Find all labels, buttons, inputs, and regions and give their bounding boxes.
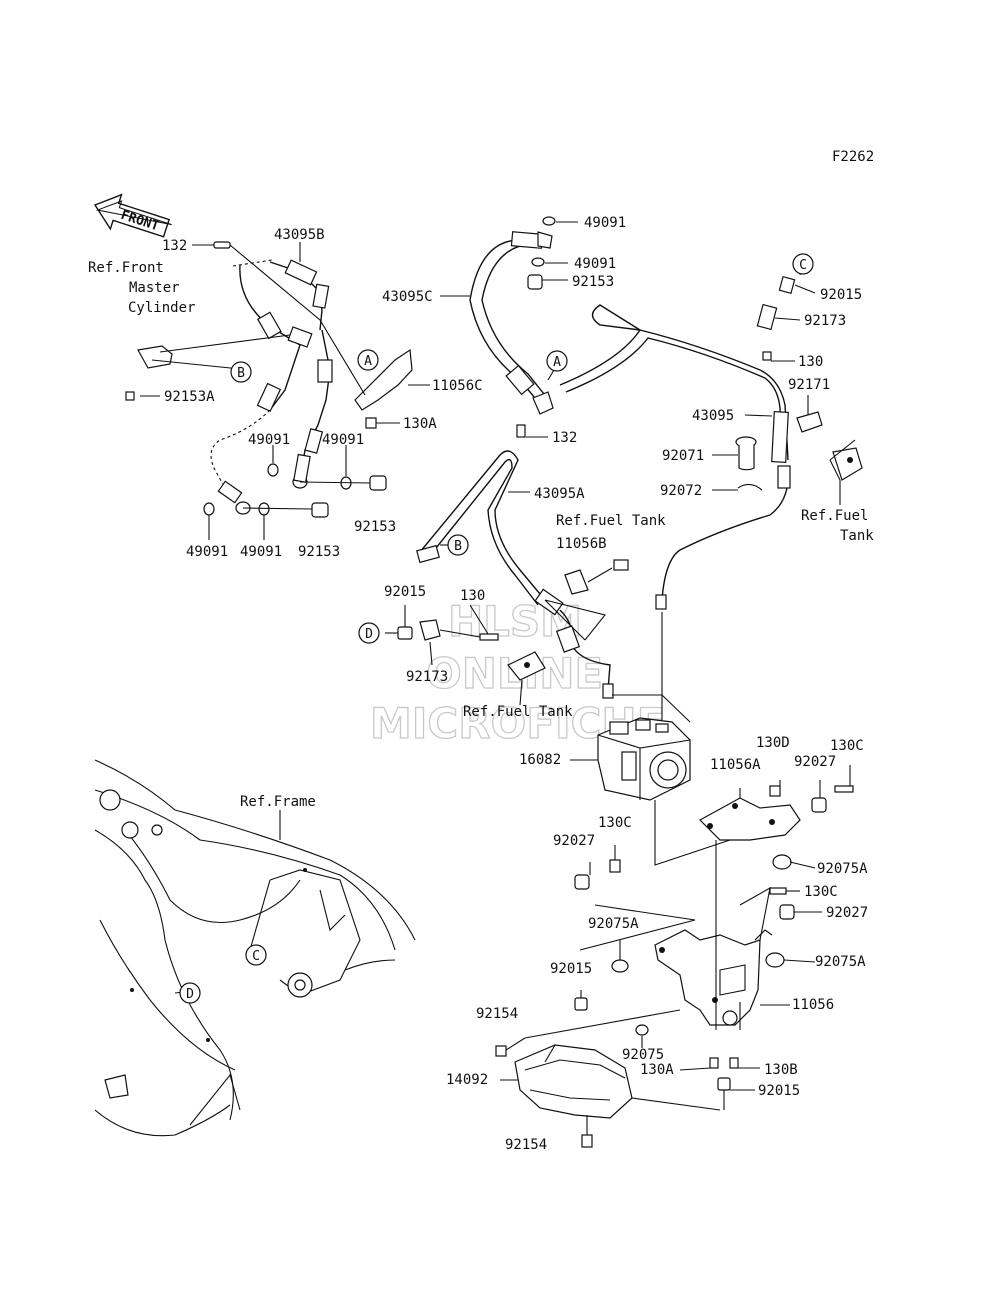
label-43095: 43095 bbox=[692, 408, 734, 424]
label-49091-c: 49091 bbox=[186, 544, 228, 560]
svg-text:B: B bbox=[454, 539, 462, 554]
label-43095B: 43095B bbox=[274, 227, 325, 243]
callout-a-left: A bbox=[357, 349, 379, 371]
abs-hydraulic-unit bbox=[570, 612, 761, 866]
label-130C-b: 130C bbox=[598, 815, 632, 831]
label-92015-mid: 92015 bbox=[384, 584, 426, 600]
label-92153A: 92153A bbox=[164, 389, 215, 405]
label-92173-mid: 92173 bbox=[406, 669, 448, 685]
svg-text:A: A bbox=[364, 354, 372, 369]
label-92153-a: 92153 bbox=[354, 519, 396, 535]
svg-text:A: A bbox=[553, 355, 561, 370]
label-92075A-b: 92075A bbox=[588, 916, 639, 932]
label-92153-top: 92153 bbox=[572, 274, 614, 290]
label-92173-top-right: 92173 bbox=[804, 313, 846, 329]
callout-d-mid: D bbox=[358, 622, 380, 644]
label-92075: 92075 bbox=[622, 1047, 664, 1063]
label-92153-b: 92153 bbox=[298, 544, 340, 560]
label-92075A-a: 92075A bbox=[817, 861, 868, 877]
label-132-mid: 132 bbox=[552, 430, 577, 446]
label-ref-fuel-right-2: Tank bbox=[840, 528, 874, 544]
label-49091-top2: 49091 bbox=[574, 256, 616, 272]
label-132-top-left: 132 bbox=[162, 238, 187, 254]
callout-b-left: B bbox=[230, 361, 252, 383]
frame-ref bbox=[94, 759, 416, 1137]
label-ref-frame: Ref.Frame bbox=[240, 794, 316, 810]
sensor-middle bbox=[385, 604, 546, 706]
bracket-11056 bbox=[574, 840, 822, 1110]
label-ref-front-1: Ref.Front bbox=[88, 260, 164, 276]
label-16082: 16082 bbox=[519, 752, 561, 768]
label-14092: 14092 bbox=[446, 1072, 488, 1088]
svg-text:D: D bbox=[186, 987, 194, 1002]
label-92171: 92171 bbox=[788, 377, 830, 393]
callout-a-mid: A bbox=[546, 350, 568, 372]
hose-43095 bbox=[559, 262, 863, 610]
label-92027-a: 92027 bbox=[794, 754, 836, 770]
label-130-mid: 130 bbox=[460, 588, 485, 604]
label-92027-b: 92027 bbox=[553, 833, 595, 849]
label-ref-front-3: Cylinder bbox=[128, 300, 195, 316]
label-92027-c: 92027 bbox=[826, 905, 868, 921]
svg-text:C: C bbox=[799, 258, 807, 273]
callout-c-frame: C bbox=[245, 944, 267, 966]
label-130B: 130B bbox=[764, 1062, 798, 1078]
hose-43095A bbox=[416, 450, 629, 699]
callout-d-frame: D bbox=[179, 982, 201, 1004]
svg-text:D: D bbox=[365, 627, 373, 642]
label-130A-low: 130A bbox=[640, 1062, 674, 1078]
label-49091-a: 49091 bbox=[248, 432, 290, 448]
label-11056B: 11056B bbox=[556, 536, 607, 552]
label-49091-b: 49091 bbox=[322, 432, 364, 448]
label-130D: 130D bbox=[756, 735, 790, 751]
label-11056: 11056 bbox=[792, 997, 834, 1013]
label-43095C: 43095C bbox=[382, 289, 433, 305]
label-49091-d: 49091 bbox=[240, 544, 282, 560]
master-cylinder-bracket bbox=[137, 345, 173, 369]
label-92154-a: 92154 bbox=[476, 1006, 518, 1022]
hose-43095C bbox=[440, 216, 578, 438]
label-130-top-right: 130 bbox=[798, 354, 823, 370]
callout-b-mid: B bbox=[447, 534, 469, 556]
label-130C-c: 130C bbox=[804, 884, 838, 900]
label-92015-bottom: 92015 bbox=[758, 1083, 800, 1099]
bracket-11056C bbox=[354, 348, 413, 411]
label-ref-fuel-right-1: Ref.Fuel bbox=[801, 508, 868, 524]
svg-text:B: B bbox=[237, 366, 245, 381]
label-92075A-c: 92075A bbox=[815, 954, 866, 970]
figure-code: F2262 bbox=[832, 149, 874, 165]
label-11056A: 11056A bbox=[710, 757, 761, 773]
label-92015-low: 92015 bbox=[550, 961, 592, 977]
label-ref-front-2: Master bbox=[129, 280, 180, 296]
callout-c-top: C bbox=[792, 253, 814, 275]
bracket-11056A bbox=[699, 765, 854, 870]
label-ref-fuel-mid: Ref.Fuel Tank bbox=[556, 513, 666, 529]
label-130C-a: 130C bbox=[830, 738, 864, 754]
label-92071: 92071 bbox=[662, 448, 704, 464]
label-43095A: 43095A bbox=[534, 486, 585, 502]
label-11056C: 11056C bbox=[432, 378, 483, 394]
label-49091-top: 49091 bbox=[584, 215, 626, 231]
label-92015-top-right: 92015 bbox=[820, 287, 862, 303]
label-ref-fuel-low: Ref.Fuel Tank bbox=[463, 704, 573, 720]
label-92154-b: 92154 bbox=[505, 1137, 547, 1153]
cover-14092 bbox=[495, 1009, 721, 1148]
svg-text:C: C bbox=[252, 949, 260, 964]
label-130A-top: 130A bbox=[403, 416, 437, 432]
label-92072: 92072 bbox=[660, 483, 702, 499]
